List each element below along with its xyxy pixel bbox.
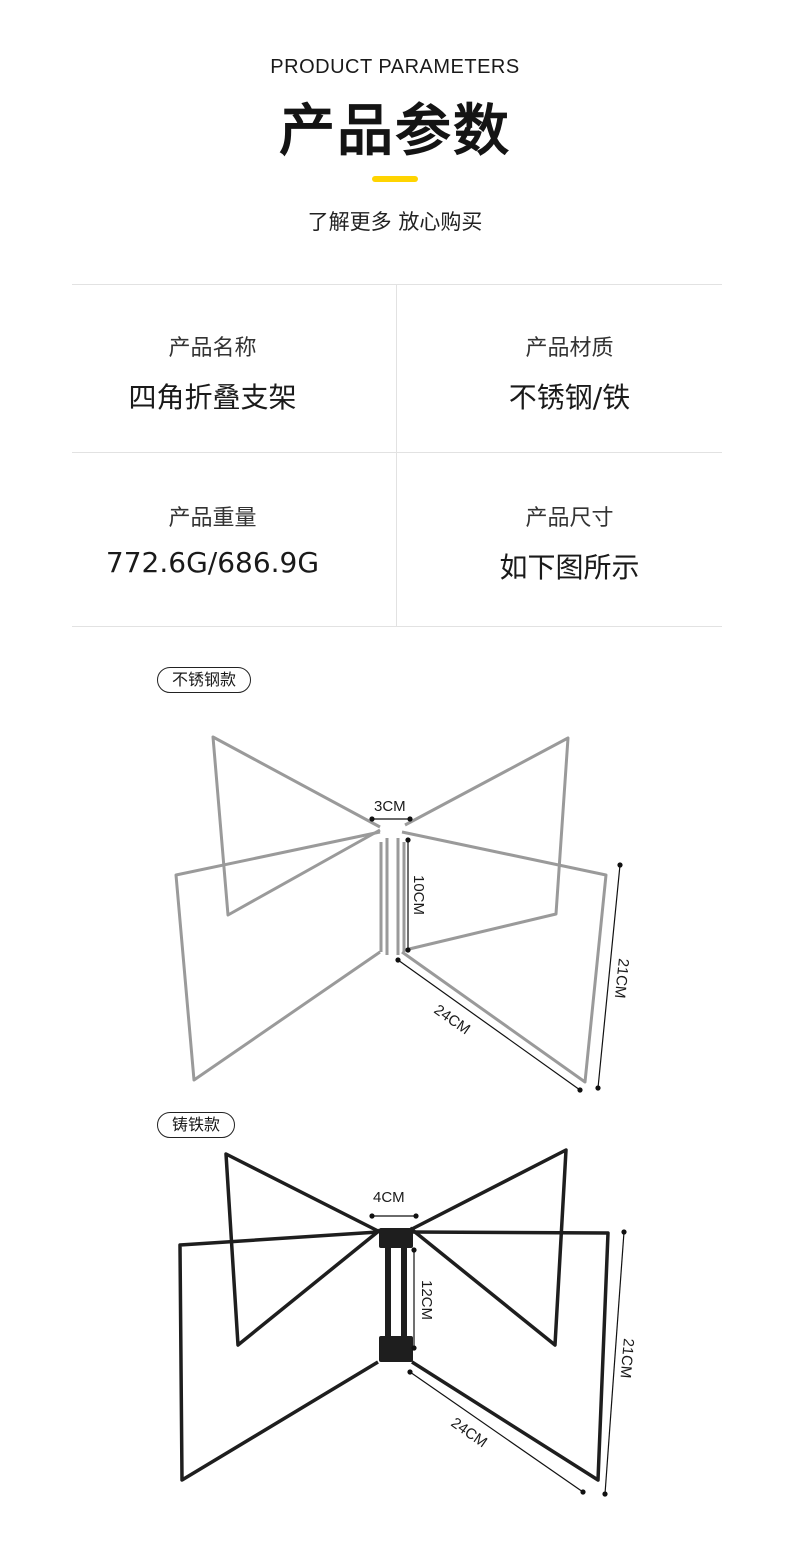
- param-name: 产品名称 四角折叠支架: [50, 330, 375, 416]
- param-material: 产品材质 不锈钢/铁: [407, 330, 732, 416]
- title-english: PRODUCT PARAMETERS: [270, 56, 520, 78]
- param-label: 产品材质: [525, 336, 614, 361]
- dim-arm-label: 24CM: [448, 1414, 491, 1451]
- dim-height-label: 12CM: [418, 1280, 435, 1320]
- param-label: 产品重量: [168, 506, 257, 531]
- param-label: 产品名称: [168, 336, 257, 361]
- iron-hinge: [379, 1228, 413, 1362]
- dim-height-label: 10CM: [410, 875, 427, 915]
- title-chinese: 产品参数: [279, 99, 511, 164]
- subtitle: 了解更多 放心购买: [307, 210, 483, 234]
- grid-divider-top: [72, 284, 722, 285]
- param-value: 四角折叠支架: [128, 381, 297, 414]
- param-weight: 产品重量 772.6G/686.9G: [50, 500, 375, 579]
- dim-diag-label: 21CM: [617, 1338, 637, 1379]
- dim-width-label: 3CM: [374, 798, 406, 815]
- stainless-dimension-lines: [369, 816, 623, 1093]
- grid-divider-vertical: [396, 284, 397, 627]
- accent-bar: [372, 176, 418, 182]
- stainless-stand-frame: [174, 735, 608, 1084]
- iron-dimension-lines: [369, 1213, 627, 1497]
- stainless-stand-diagram: 3CM 10CM 24CM 21CM: [174, 735, 632, 1093]
- variant-tag-iron: 铸铁款: [157, 1112, 236, 1138]
- variant-tag-stainless: 不锈钢款: [157, 667, 252, 693]
- dim-diag-label: 21CM: [611, 958, 632, 1000]
- param-value: 不锈钢/铁: [508, 381, 631, 414]
- iron-stand-frame: [178, 1148, 610, 1482]
- param-value: 772.6G/686.9G: [105, 546, 320, 579]
- iron-stand-diagram: 4CM 12CM 24CM 21CM: [178, 1148, 637, 1497]
- grid-divider-bottom: [72, 626, 722, 627]
- param-size: 产品尺寸 如下图所示: [407, 500, 732, 586]
- dim-arm-label: 24CM: [431, 1001, 474, 1038]
- param-label: 产品尺寸: [525, 506, 614, 531]
- param-value: 如下图所示: [499, 551, 640, 584]
- grid-divider-middle: [72, 452, 722, 453]
- dim-width-label: 4CM: [373, 1189, 405, 1206]
